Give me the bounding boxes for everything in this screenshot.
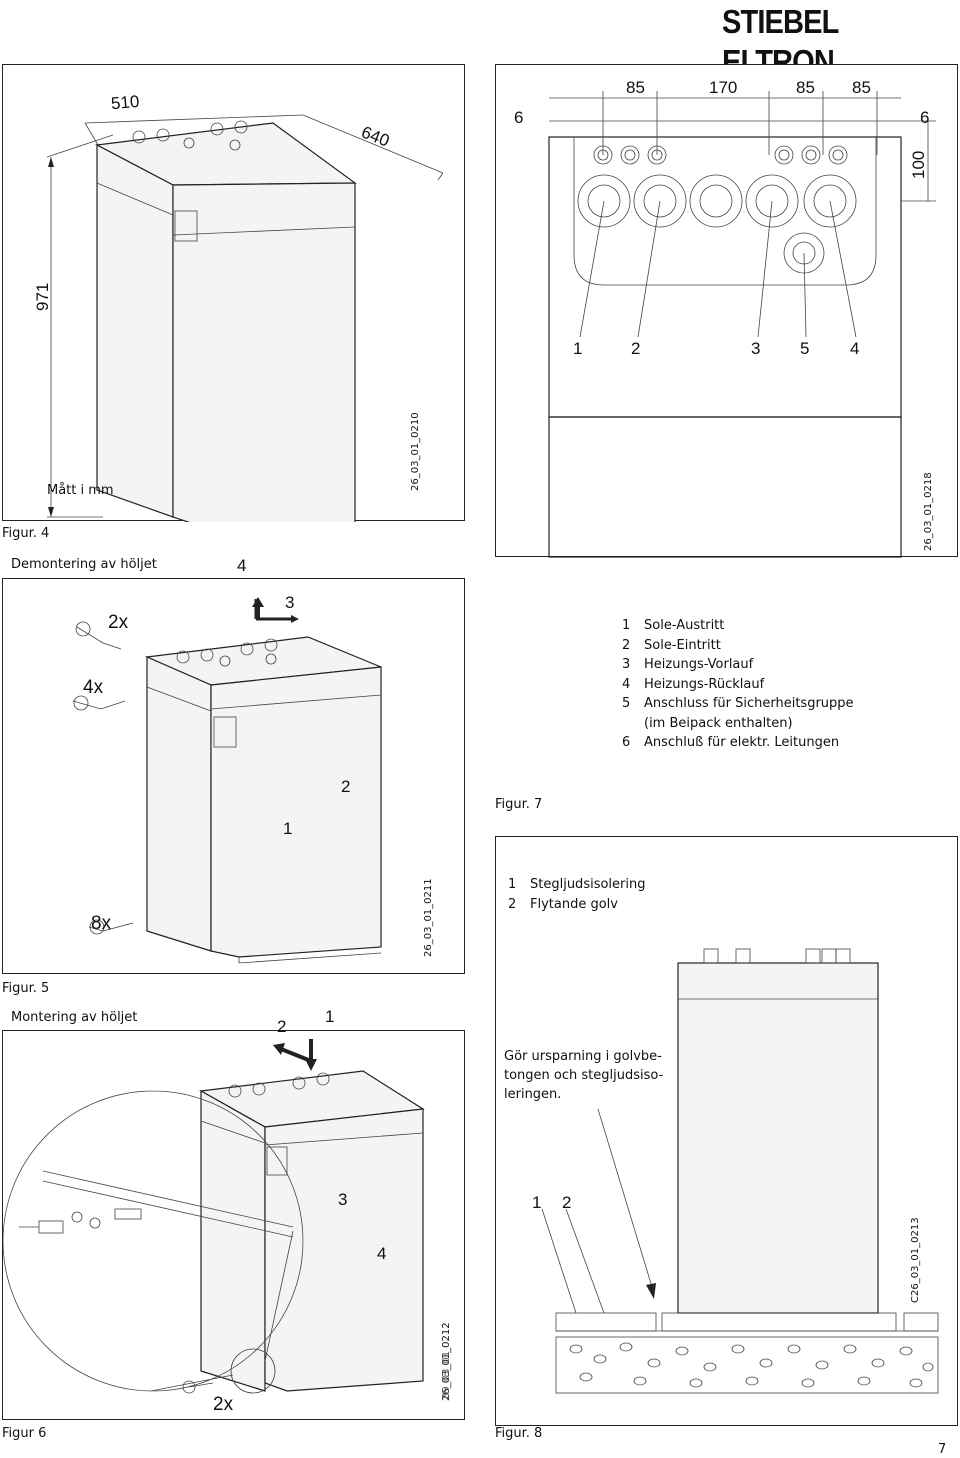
callout-1: 1	[573, 339, 583, 358]
dim-85-b: 85	[796, 78, 815, 97]
dim-left-edge: 6	[514, 108, 524, 127]
dim-right-edge: 6	[920, 108, 930, 127]
page-number: 7	[938, 1442, 947, 1457]
figure-8-drawing	[541, 948, 939, 1394]
arrow-label-4: 4	[377, 1244, 387, 1263]
figure-8-note: Gör ursparning i golvbe- tongen och steg…	[504, 1047, 663, 1104]
callout-2: 2	[562, 1193, 572, 1212]
figure-7-caption: Figur. 7	[495, 797, 543, 812]
callout-4: 4	[850, 339, 860, 358]
figure-6-caption: Figur 6	[2, 1426, 47, 1441]
arrow-label-2: 2	[341, 777, 351, 796]
figure-7-code: 26_03_01_0218	[923, 472, 934, 551]
figure-4-drawing	[46, 114, 444, 522]
unit-note: Mått i mm	[47, 483, 114, 498]
figure-6-panel: 2 1 3 4 2x 26_03_01_0212 89_03_01	[2, 1007, 465, 1420]
callout-5: 5	[800, 339, 810, 358]
count-2x: 2x	[213, 1394, 234, 1415]
note-line: tongen och stegljudsiso-	[504, 1068, 664, 1083]
figure-8-code: C26_03_01_0213	[910, 1217, 921, 1303]
dim-85-a: 85	[626, 78, 645, 97]
figure-5-code: 26_03_01_0211	[423, 878, 434, 957]
count-8x: 8x	[91, 913, 112, 934]
figure-5-panel: 2x 4x 8x 4 3 1 2 26_03_01_0211	[2, 556, 465, 974]
dim-85-c: 85	[852, 78, 871, 97]
callout-1: 1	[532, 1193, 542, 1212]
note-line: Gör ursparning i golvbe-	[504, 1049, 662, 1064]
figure-6-drawing	[3, 1039, 425, 1394]
arrow-label-1: 1	[283, 819, 293, 838]
figure-5-caption: Figur. 5	[2, 981, 50, 996]
figure-6-overprint: 89_03_01	[441, 1350, 452, 1399]
figure-6-title: Montering av höljet	[11, 1010, 138, 1025]
callout-3: 3	[751, 339, 761, 358]
dim-height: 971	[33, 282, 52, 311]
arrow-label-3: 3	[338, 1190, 348, 1209]
arrow-label-3: 3	[285, 593, 295, 612]
dim-170: 170	[709, 78, 738, 97]
dim-side-100: 100	[909, 150, 928, 179]
figure-4-panel: 510 640 971 Mått i mm 26_03_01_0210	[2, 64, 465, 522]
arrow-label-1: 1	[325, 1007, 335, 1026]
dim-width: 510	[110, 91, 141, 114]
figure-5-drawing	[72, 597, 382, 964]
figure-4-caption: Figur. 4	[2, 526, 50, 541]
figure-4-code: 26_03_01_0210	[410, 412, 421, 491]
legend-item: (im Beipack enthalten)	[644, 715, 793, 731]
arrow-label-4: 4	[237, 556, 247, 575]
figure-5-title: Demontering av höljet	[11, 557, 157, 572]
figure-7-drawing	[548, 91, 936, 558]
figure-8-caption: Figur. 8	[495, 1426, 543, 1441]
count-2x: 2x	[108, 612, 129, 633]
arrow-label-2: 2	[277, 1017, 287, 1036]
callout-2: 2	[631, 339, 641, 358]
brand-name: STIEBEL ELTRON	[722, 3, 839, 80]
brand-logo: STIEBEL ELTRON	[722, 2, 958, 80]
figure-7-panel: 6 85 170 85 85 6 100 1 2 3 5 4 26_03_01_…	[495, 64, 958, 558]
note-line: leringen.	[504, 1087, 562, 1102]
count-4x: 4x	[83, 677, 104, 698]
